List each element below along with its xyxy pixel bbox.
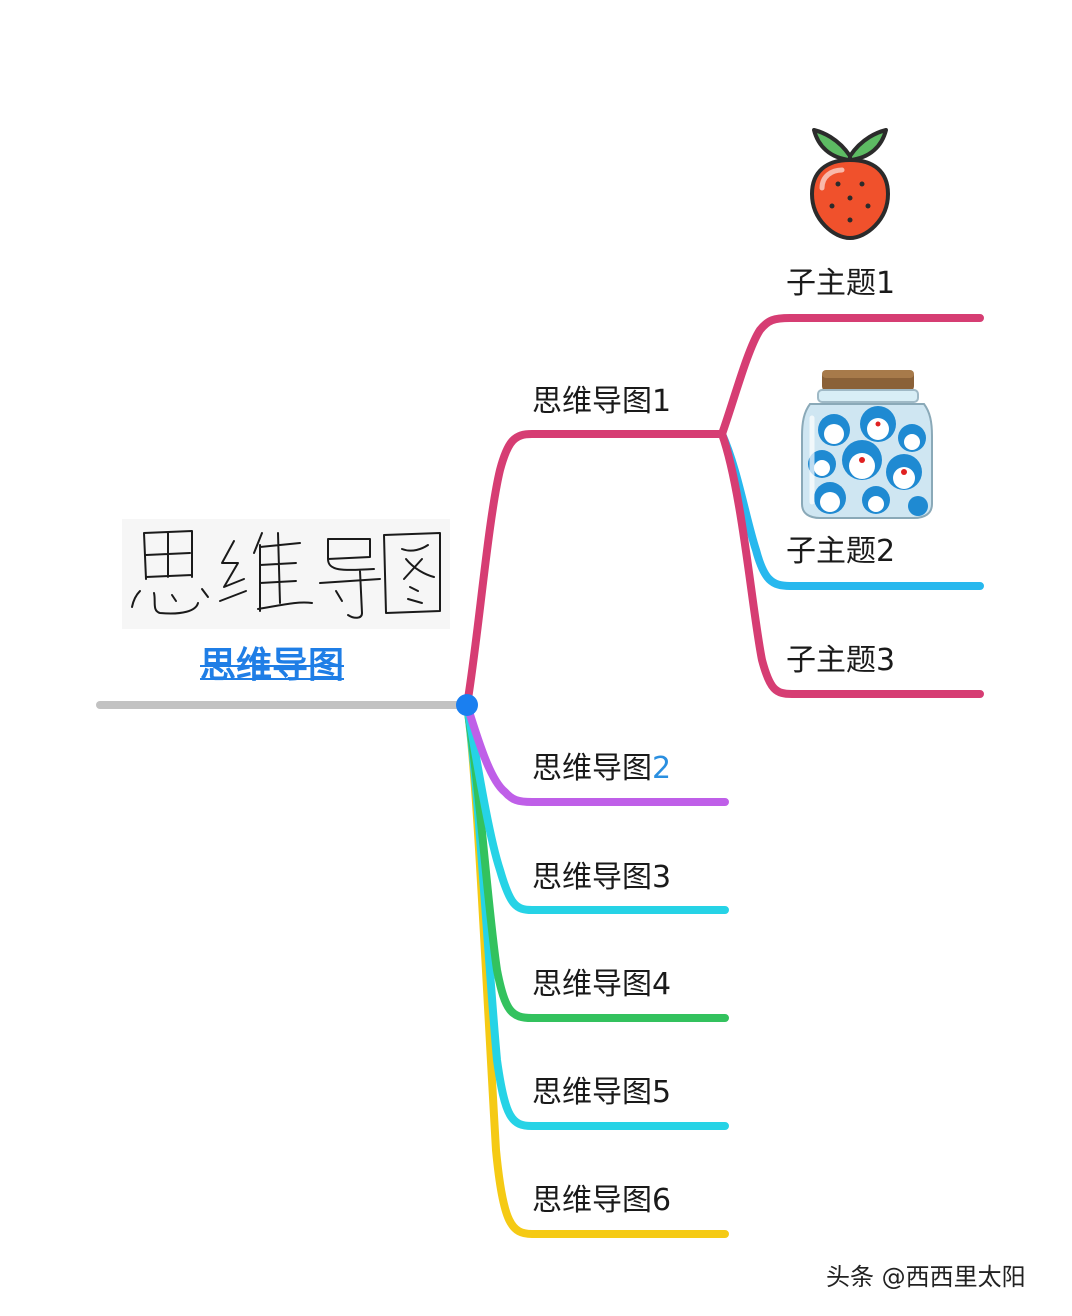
- branch-1-connector: [463, 430, 726, 709]
- hub-node[interactable]: [456, 694, 478, 716]
- subtopic-3-connector: [718, 430, 984, 698]
- handwriting-image: [122, 519, 450, 629]
- strawberry-icon: [808, 124, 892, 242]
- root-topic-label[interactable]: 思维导图: [200, 645, 345, 686]
- branch-2-label-text: 思维导图: [532, 751, 652, 786]
- handwriting-strokes: [131, 530, 441, 619]
- branch-2-label-number: 2: [652, 751, 672, 786]
- branch-2-connector: [463, 701, 729, 806]
- branch-3-label[interactable]: 思维导图3: [532, 860, 672, 895]
- branch-6-label[interactable]: 思维导图6: [532, 1183, 672, 1218]
- branch-3-connector: [463, 701, 729, 914]
- branch-4-label[interactable]: 思维导图4: [532, 967, 672, 1002]
- subtopic-1-label[interactable]: 子主题1: [786, 266, 896, 301]
- doraemon-jar-image: [800, 368, 934, 520]
- subtopic-1-connector: [718, 314, 984, 438]
- subtopic-2-label[interactable]: 子主题2: [786, 534, 896, 569]
- subtopic-3-label[interactable]: 子主题3: [786, 643, 896, 678]
- branch-2-label[interactable]: 思维导图2: [532, 751, 671, 787]
- watermark-text: 头条 @西西里太阳: [826, 1263, 1026, 1291]
- branch-1-label[interactable]: 思维导图1: [532, 384, 672, 419]
- branch-5-label[interactable]: 思维导图5: [532, 1075, 672, 1110]
